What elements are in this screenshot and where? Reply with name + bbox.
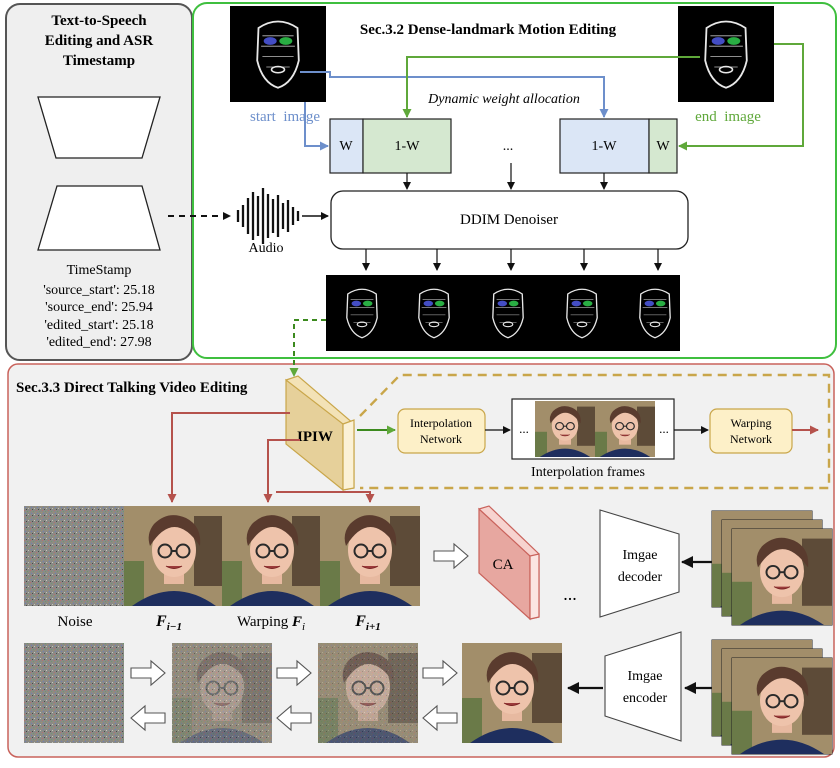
blue-arrow-start-to-right (300, 71, 609, 118)
left-panel-title-line-1: Text-to-Speech (51, 13, 147, 29)
green-arrow-end-to-left (402, 56, 700, 118)
timestamp-source-start: 'source_start': 25.18 (43, 283, 155, 298)
one-minus-w-box-left (362, 118, 452, 174)
frame-warping (221, 505, 323, 607)
input-frames-stack-bottom (711, 639, 833, 755)
audio-label: Audio (249, 241, 284, 256)
ddim-denoiser-label: DDIM Denoiser (460, 212, 558, 228)
warping-network-label-2: Network (730, 432, 772, 446)
ca-block (478, 505, 540, 621)
dynamic-weight-label: Dynamic weight allocation (427, 92, 580, 107)
timestamp-edited-start: 'edited_start': 25.18 (44, 318, 153, 333)
interpolation-region (359, 373, 831, 490)
interpolation-network-label-2: Network (420, 432, 462, 446)
interp-frame-1 (534, 400, 596, 458)
left-panel-title-line-3: Timestamp (63, 53, 135, 69)
start-image-label: start image (250, 109, 320, 125)
hollow-arrows-bottom (130, 659, 458, 732)
w-box-left (329, 118, 364, 174)
end-image-label: end image (695, 109, 761, 125)
image-decoder-shape (599, 509, 680, 618)
warping-fi-label: Warping Fi (237, 614, 305, 633)
audio-waveform-icon (236, 188, 300, 244)
noise-image-bottom (24, 643, 124, 743)
decoder-label-2: decoder (618, 570, 663, 585)
sec32-title: Sec.3.2 Dense-landmark Motion Editing (360, 22, 617, 38)
sec33-panel: Sec.3.3 Direct Talking Video Editing IPI… (7, 319, 835, 758)
left-panel-title-line-2: Editing and ASR (45, 33, 154, 49)
noisy-frame-2 (317, 642, 419, 744)
f-prev-label: Fi−1 (155, 613, 182, 633)
sec33-title: Sec.3.3 Direct Talking Video Editing (16, 380, 248, 396)
hollow-arrow-to-ca (433, 542, 469, 570)
noisy-frame-1 (171, 642, 273, 744)
red-arrow-to-f-prev (167, 412, 290, 503)
denoiser-output-arrows (362, 249, 662, 271)
clean-frame (461, 642, 563, 744)
f-next-label: Fi+1 (354, 613, 381, 633)
tts-decoder-shape (37, 96, 161, 159)
interpolation-network-label-1: Interpolation (410, 416, 472, 430)
red-arrow-to-f-next (276, 491, 375, 503)
ddim-denoiser-box (330, 190, 689, 250)
green-dashed-arrow-to-ipiw (289, 319, 326, 377)
one-minus-w-box-right (559, 118, 650, 174)
interpolation-frames-label: Interpolation frames (531, 465, 645, 480)
landmark-sequence-strip (326, 275, 680, 351)
w-box-right (648, 118, 678, 174)
left-panel: Text-to-Speech Editing and ASR Timestamp… (5, 3, 193, 361)
sec32-panel: Sec.3.2 Dense-landmark Motion Editing st… (168, 2, 837, 359)
timestamp-edited-end: 'edited_end': 27.98 (46, 335, 151, 350)
tts-encoder-shape (37, 185, 161, 251)
timestamp-title: TimeStamp (67, 263, 132, 278)
ca-label: CA (493, 557, 514, 573)
interp-frames-ellipsis-left: ... (519, 421, 529, 436)
encoder-label-2: encoder (623, 691, 668, 706)
w-label-left: W (339, 139, 353, 154)
frame-f-next (319, 505, 421, 607)
input-frames-stack-top (711, 510, 833, 626)
warping-network-label-1: Warping (730, 416, 771, 430)
image-encoder-shape (604, 631, 682, 742)
interpolation-network-box (397, 408, 486, 454)
encoder-label-1: Imgae (628, 669, 663, 684)
w-label-right: W (656, 139, 670, 154)
weight-ellipsis: ... (503, 139, 514, 154)
ipiw-block (285, 375, 355, 492)
frame-f-prev (123, 505, 225, 607)
interp-frame-2 (594, 400, 656, 458)
interp-frames-ellipsis-right: ... (659, 421, 669, 436)
green-arrow-end-to-w (678, 43, 804, 151)
noise-image (24, 506, 124, 606)
one-minus-w-label-left: 1-W (395, 139, 421, 154)
red-arrow-to-warping (263, 439, 300, 503)
blue-arrow-start-to-w (304, 102, 329, 151)
ipiw-label: IPIW (297, 429, 333, 445)
noise-label: Noise (58, 614, 93, 630)
decoder-label-1: Imgae (623, 548, 658, 563)
one-minus-w-label-right: 1-W (592, 139, 618, 154)
ca-ellipsis: ... (563, 584, 577, 604)
timestamp-source-end: 'source_end': 25.94 (45, 300, 153, 315)
